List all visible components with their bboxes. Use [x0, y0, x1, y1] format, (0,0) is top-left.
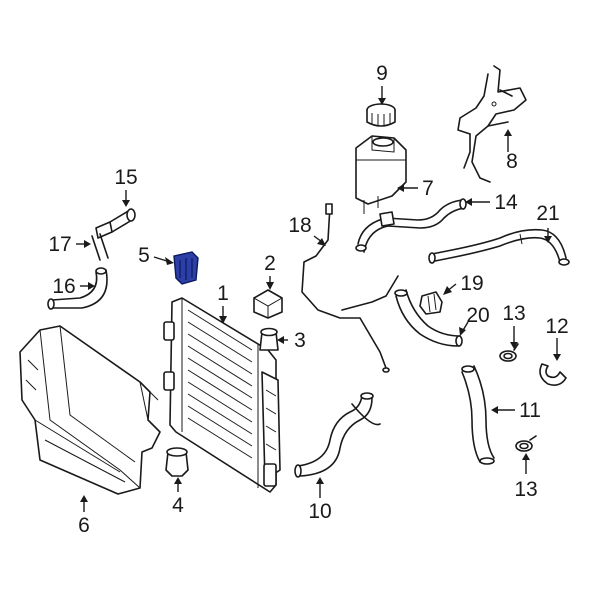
part-4-mount[interactable]: [165, 447, 189, 477]
callout-16: 16: [52, 275, 75, 298]
part-5-highlighted[interactable]: [173, 251, 199, 285]
part-13-clamp-lower[interactable]: [515, 435, 537, 452]
part-14-hose[interactable]: [355, 198, 467, 253]
callout-8: 8: [506, 150, 518, 173]
part-10-hose[interactable]: [294, 392, 381, 478]
part-17-connector[interactable]: [91, 221, 113, 261]
callout-12: 12: [545, 315, 568, 338]
callout-13-lower: 13: [514, 478, 537, 501]
part-21-hose[interactable]: [428, 228, 570, 266]
callout-21: 21: [536, 202, 559, 225]
callout-14: 14: [494, 191, 518, 214]
part-16-hose[interactable]: [47, 267, 108, 310]
callout-labels: 1 2 3 4 5 6 7 8 9 10 11 12 13 13 14 15 1…: [48, 62, 568, 537]
callout-6: 6: [78, 514, 90, 537]
part-6-fan-shroud[interactable]: [19, 325, 161, 495]
callout-4: 4: [172, 494, 184, 517]
callout-17: 17: [48, 233, 71, 256]
part-15-fitting[interactable]: [109, 208, 136, 233]
callout-10: 10: [308, 500, 331, 523]
part-8-bracket[interactable]: [457, 65, 527, 183]
part-2-bracket[interactable]: [253, 289, 283, 319]
callout-3: 3: [294, 329, 306, 352]
part-1-radiator[interactable]: [163, 297, 281, 493]
part-20-hose[interactable]: [394, 289, 463, 347]
callout-13-upper: 13: [502, 302, 525, 325]
part-12-clamp[interactable]: [539, 363, 567, 386]
leader-lines: [76, 86, 561, 512]
part-13-clamp-upper[interactable]: [499, 343, 519, 362]
callout-5: 5: [138, 244, 150, 267]
callout-9: 9: [376, 62, 388, 85]
part-3-mount[interactable]: [259, 327, 279, 351]
part-19-sensor[interactable]: [419, 291, 443, 315]
callout-11: 11: [519, 399, 541, 422]
part-9-cap[interactable]: [366, 103, 396, 127]
callout-7: 7: [422, 177, 434, 200]
callout-19: 19: [460, 272, 483, 295]
part-18-line[interactable]: [301, 203, 399, 373]
part-11-hose[interactable]: [461, 365, 495, 465]
callout-1: 1: [217, 282, 229, 305]
callout-15: 15: [114, 166, 137, 189]
callout-2: 2: [264, 252, 276, 275]
callout-18: 18: [288, 214, 311, 237]
callout-20: 20: [466, 304, 489, 327]
part-7-expansion-tank[interactable]: [355, 135, 407, 214]
